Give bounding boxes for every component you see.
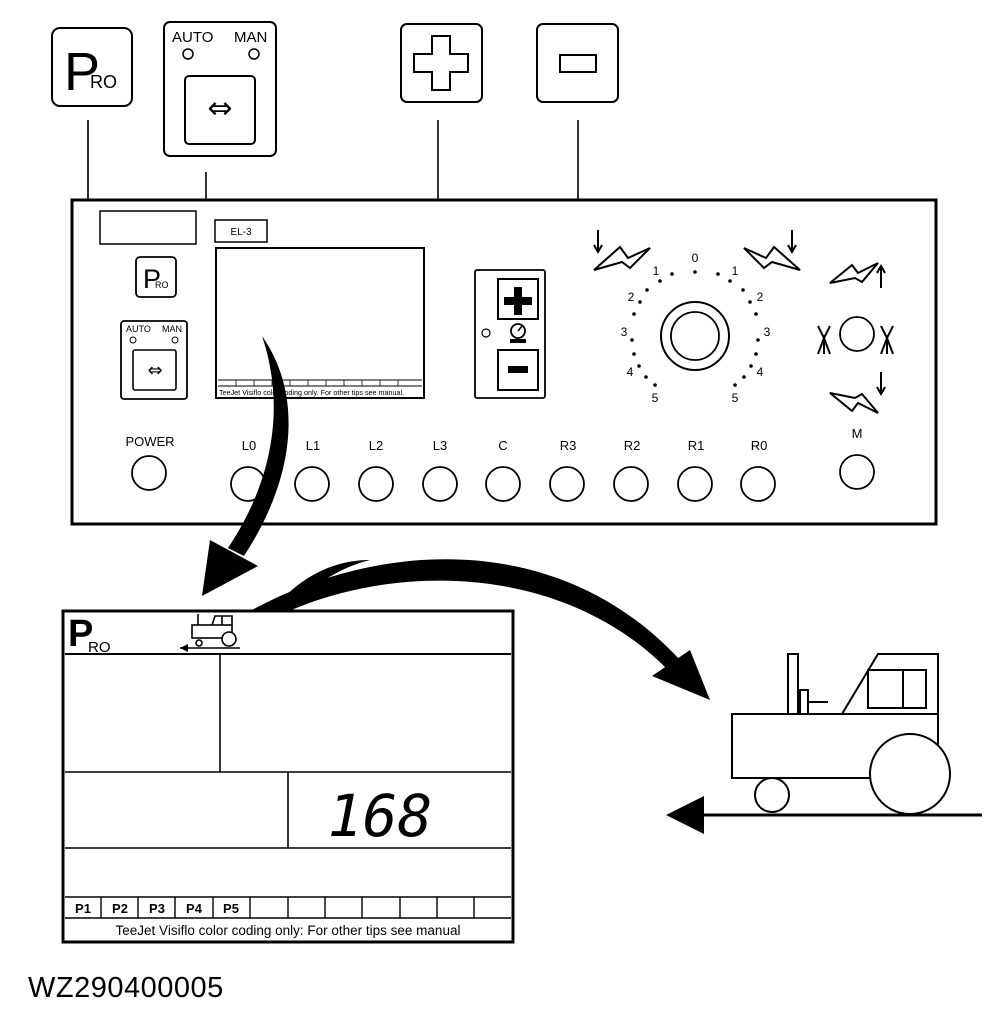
minus-icon [508,366,528,373]
section-label-l0: L0 [242,438,256,453]
svg-text:3: 3 [764,325,771,339]
svg-text:RO: RO [155,280,169,290]
console-panel: EL-3 TeeJet Visiflo color coding only. F… [70,198,938,526]
console-minus-button[interactable] [497,349,539,391]
section-label-r2: R2 [624,438,641,453]
preset-p4[interactable]: P4 [186,901,203,916]
display-pro-sub: RO [88,639,111,656]
minus-icon [559,54,597,73]
svg-text:2: 2 [628,290,635,304]
auto-man-key-callout[interactable]: AUTO MAN ⇔ [163,21,277,157]
preset-p5[interactable]: P5 [223,901,239,916]
section-switch-c[interactable] [485,466,521,502]
console-plus-button[interactable] [497,278,539,320]
auto-label: AUTO [172,29,213,46]
plus-key-callout[interactable] [400,23,483,103]
console-label-plate [99,210,197,245]
display-footer: TeeJet Visiflo color coding only: For ot… [116,923,461,938]
m-label: M [852,426,863,441]
figure-id: WZ290400005 [28,972,224,1004]
man-label: MAN [234,29,267,46]
power-label: POWER [125,434,174,449]
section-label-r3: R3 [560,438,577,453]
display-screen: P RO 168 [61,609,515,944]
preset-row [100,897,475,918]
section-switch-r0[interactable] [740,466,776,502]
left-arrow-icon [666,796,982,834]
section-label-l3: L3 [433,438,447,453]
section-switches: L0 L1 L2 L3 C R3 R2 R1 R0 [242,438,768,453]
svg-text:2: 2 [757,290,764,304]
section-switch-r3[interactable] [549,466,585,502]
boom-arrow-icon [593,230,894,414]
minus-key-callout[interactable] [536,23,619,103]
console-plus-minus-group [474,269,546,399]
right-knob[interactable] [839,316,875,352]
section-label-r1: R1 [688,438,705,453]
svg-text:0: 0 [692,251,699,265]
zoom-arrow [202,336,289,596]
tractor-icon [180,614,240,649]
preset-p3[interactable]: P3 [149,901,165,916]
svg-text:4: 4 [757,365,764,379]
arrows-icon: ⇔ [207,91,232,126]
preset-p1[interactable]: P1 [75,901,91,916]
section-label-l2: L2 [369,438,383,453]
console-pro-button[interactable]: P RO [135,256,177,298]
rotary-dial[interactable] [660,301,730,371]
svg-text:1: 1 [653,264,660,278]
display-pro-letter: P [68,613,93,655]
svg-text:⇔: ⇔ [147,360,162,381]
svg-text:P: P [143,264,161,294]
model-tag: EL-3 [230,227,252,238]
section-label-l1: L1 [306,438,320,453]
tractor-icon [731,653,951,815]
section-switch-l2[interactable] [358,466,394,502]
plus-icon [413,35,469,91]
section-switch-r2[interactable] [613,466,649,502]
gauge-icon [510,323,526,343]
svg-text:3: 3 [621,325,628,339]
pro-key-sub: RO [90,72,117,92]
section-switch-r1[interactable] [677,466,713,502]
mini-display-footer: TeeJet Visiflo color coding only. For ot… [219,388,404,397]
console-auto-man-button[interactable]: AUTO MAN ⇔ [120,320,188,400]
auto-led [182,48,194,60]
section-label-r0: R0 [751,438,768,453]
preset-p2[interactable]: P2 [112,901,128,916]
dial-scale: 0 1 1 2 2 3 3 4 4 5 5 [621,251,771,405]
svg-text:5: 5 [732,391,739,405]
display-value: 168 [328,782,433,850]
svg-text:AUTO: AUTO [126,324,151,334]
console-mini-display: TeeJet Visiflo color coding only. For ot… [215,247,425,399]
svg-text:MAN: MAN [162,324,182,334]
pro-key-letter: P [64,42,100,102]
svg-text:4: 4 [627,365,634,379]
power-switch[interactable] [131,455,167,491]
pro-key-callout[interactable]: P RO [51,27,133,107]
svg-text:5: 5 [652,391,659,405]
svg-text:1: 1 [732,264,739,278]
section-switch-l1[interactable] [294,466,330,502]
section-switch-l3[interactable] [422,466,458,502]
section-label-c: C [498,438,507,453]
left-arrow-icon [180,644,188,652]
m-switch[interactable] [839,454,875,490]
man-led [248,48,260,60]
indicator-led [481,328,491,338]
plus-icon [504,287,532,315]
